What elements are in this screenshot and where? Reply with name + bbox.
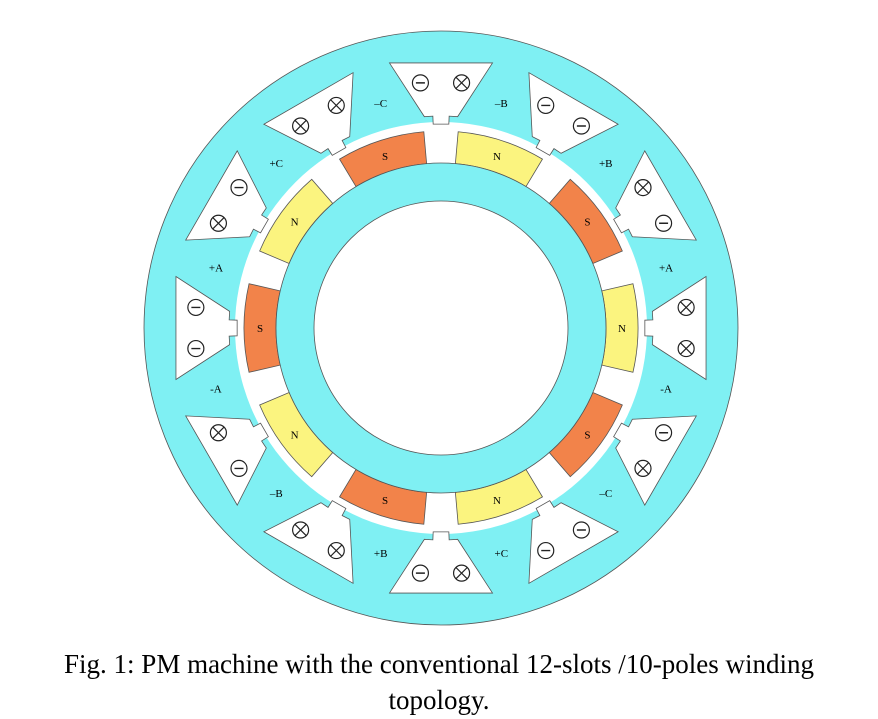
minus-icon	[230, 179, 248, 197]
minus-icon	[411, 564, 430, 582]
magnet-label: N	[618, 323, 626, 335]
stator-slots	[175, 62, 707, 594]
cross-icon	[292, 521, 310, 539]
minus-icon	[654, 214, 673, 232]
magnet-label: N	[291, 217, 299, 229]
phase-label: +A	[209, 263, 223, 275]
phase-label: -A	[660, 383, 672, 395]
phase-label: +C	[269, 158, 283, 170]
stator-slot	[613, 415, 698, 506]
stator-slot	[613, 150, 698, 241]
magnet-label: S	[584, 429, 590, 441]
minus-icon	[187, 339, 205, 358]
magnet-label: N	[493, 151, 501, 163]
minus-icon	[537, 96, 555, 115]
minus-icon	[411, 74, 430, 92]
pm-machine-diagram: N S N S N S N S N S –B +B +A -A –C +C +B –B -A +A +C –C	[143, 30, 739, 626]
magnet-label: S	[584, 217, 590, 229]
phase-label: –C	[598, 488, 612, 500]
cross-icon	[209, 424, 228, 442]
minus-icon	[537, 541, 555, 560]
magnet-label: S	[257, 323, 263, 335]
minus-icon	[230, 459, 248, 477]
cross-icon	[677, 298, 695, 317]
phase-labels: –B +B +A -A –C +C +B –B -A +A +C –C	[209, 98, 673, 560]
phase-label: -A	[210, 383, 222, 395]
cross-icon	[452, 564, 471, 582]
phase-label: +B	[374, 548, 388, 560]
phase-label: –B	[494, 98, 508, 110]
cross-icon	[327, 96, 345, 115]
cross-icon	[452, 74, 471, 92]
stator-slot	[263, 500, 354, 585]
phase-label: –C	[373, 98, 387, 110]
cross-icon	[677, 339, 695, 358]
stator-slot	[184, 415, 269, 506]
cross-icon	[292, 117, 310, 135]
figure-caption: Fig. 1: PM machine with the conventional…	[0, 646, 878, 718]
rotor-magnets: N S N S N S N S N S	[243, 131, 639, 525]
minus-icon	[187, 298, 205, 317]
magnet-label: N	[493, 495, 501, 507]
magnet-label: S	[382, 495, 388, 507]
minus-icon	[572, 521, 590, 539]
minus-icon	[572, 117, 590, 135]
phase-label: –B	[269, 488, 283, 500]
caption-line-1: Fig. 1: PM machine with the conventional…	[64, 649, 814, 679]
stator-slot	[528, 71, 619, 156]
magnet-label: S	[382, 151, 388, 163]
stator-slot	[184, 150, 269, 241]
cross-icon	[634, 459, 652, 477]
minus-icon	[654, 424, 673, 442]
cross-icon	[327, 541, 345, 560]
stator-slot	[528, 500, 619, 585]
phase-label: +C	[495, 548, 509, 560]
magnet-label: N	[291, 429, 299, 441]
phase-label: +B	[599, 158, 613, 170]
caption-line-2: topology.	[388, 685, 490, 715]
cross-icon	[209, 214, 228, 232]
stator-slot	[263, 71, 354, 156]
shaft-bore	[313, 200, 569, 456]
cross-icon	[634, 179, 652, 197]
phase-label: +A	[659, 263, 673, 275]
